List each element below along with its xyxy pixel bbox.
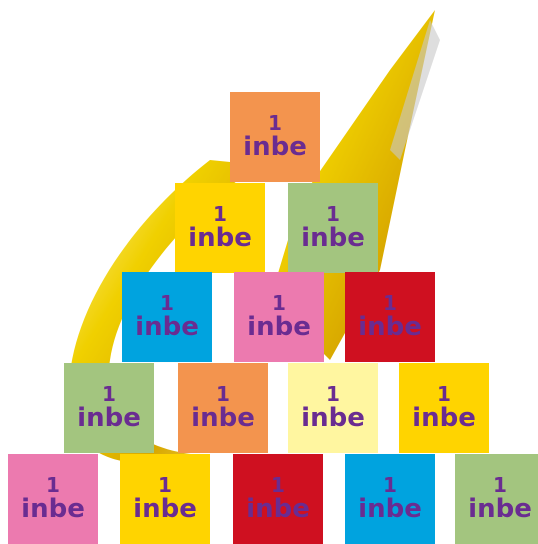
block-word: inbe [188,225,252,252]
block-number: 1 [213,204,227,225]
block-number: 1 [383,475,397,496]
block-word: inbe [243,134,307,161]
block-word: inbe [247,314,311,341]
block-number: 1 [272,293,286,314]
block-number: 1 [383,293,397,314]
block-number: 1 [326,204,340,225]
block-word: inbe [301,225,365,252]
block-word: inbe [358,314,422,341]
block-number: 1 [437,384,451,405]
block-number: 1 [160,293,174,314]
block-number: 1 [493,475,507,496]
block-number: 1 [271,475,285,496]
block-word: inbe [135,314,199,341]
block-word: inbe [191,405,255,432]
block-number: 1 [46,475,60,496]
block-word: inbe [358,496,422,523]
block-number: 1 [158,475,172,496]
block-word: inbe [21,496,85,523]
block-word: inbe [246,496,310,523]
block-number: 1 [326,384,340,405]
block-number: 1 [216,384,230,405]
block-word: inbe [133,496,197,523]
block-number: 1 [268,113,282,134]
block-word: inbe [468,496,532,523]
block-word: inbe [301,405,365,432]
block-word: inbe [412,405,476,432]
block-number: 1 [102,384,116,405]
block-word: inbe [77,405,141,432]
